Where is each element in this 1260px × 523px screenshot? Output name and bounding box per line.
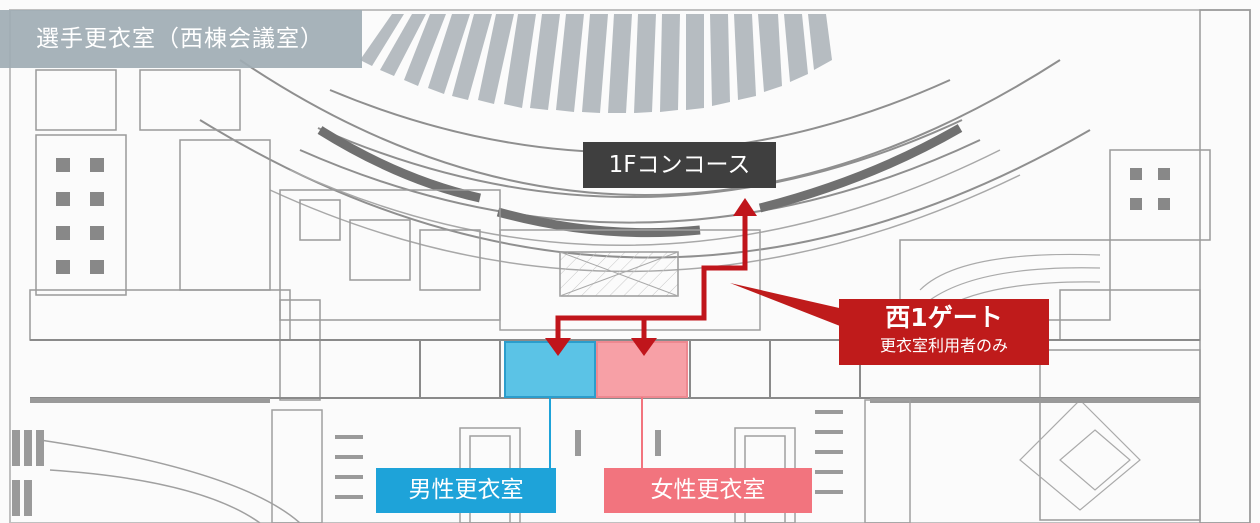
mens-locker-room	[504, 341, 596, 398]
right-structures	[899, 9, 1251, 523]
route-arrowheads	[545, 198, 757, 356]
concourse-label: 1Fコンコース	[583, 142, 776, 188]
central-hall	[499, 229, 761, 331]
womens-locker-label: 女性更衣室	[604, 468, 812, 513]
map-title: 選手更衣室（西棟会議室）	[0, 10, 362, 68]
gate-name: 西1ゲート	[885, 303, 1003, 332]
right-columns	[1130, 168, 1170, 210]
left-structures	[29, 69, 501, 401]
gate-pointer	[730, 283, 848, 326]
stadium-seating	[360, 14, 832, 113]
parking-marks	[12, 410, 843, 516]
gate-note: 更衣室利用者のみ	[879, 336, 1008, 355]
mens-locker-label: 男性更衣室	[376, 468, 556, 513]
left-columns	[56, 158, 104, 274]
gate-callout: 西1ゲート 更衣室利用者のみ	[839, 299, 1049, 365]
